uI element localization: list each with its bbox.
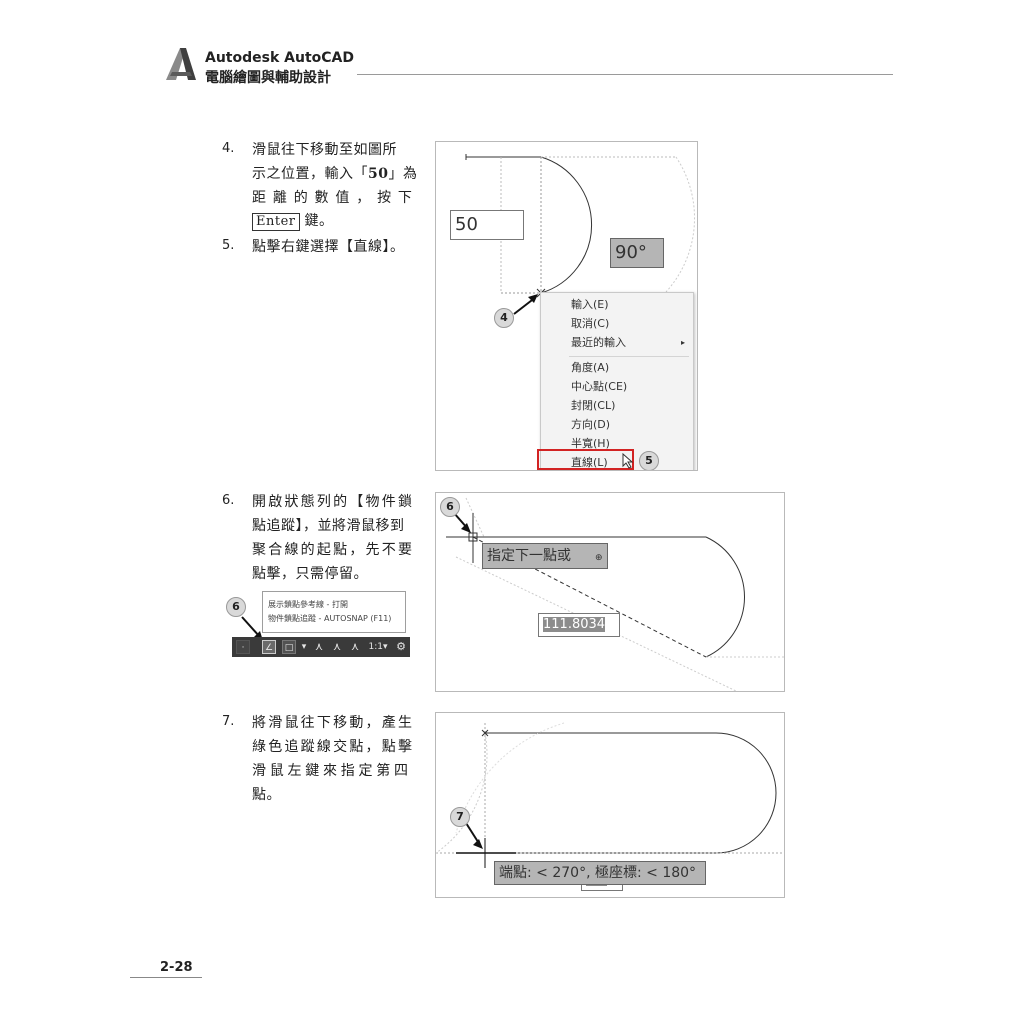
tooltip-line-2: 物件鎖點追蹤 - AUTOSNAP (F11)	[268, 614, 392, 623]
distance-readout[interactable]: 111.8034	[538, 613, 620, 637]
next-point-prompt: 指定下一點或	[482, 543, 608, 569]
step-7-line-4: 點。	[252, 787, 281, 803]
step-4-line-4: Enter 鍵。	[252, 210, 333, 231]
callout-badge-4: 4	[494, 308, 514, 328]
callout-badge-6-statusbar: 6	[226, 597, 246, 617]
menu-item-recent-input[interactable]: 最近的輸入	[571, 336, 626, 349]
context-menu: 輸入(E) 取消(C) 最近的輸入 ▸ 角度(A) 中心點(CE) 封閉(CL)…	[540, 292, 694, 470]
step-6-number: 6.	[222, 493, 235, 508]
menu-item-cancel[interactable]: 取消(C)	[571, 317, 610, 330]
osnap-tracking-tooltip: 展示鎖點參考線 - 打開 物件鎖點追蹤 - AUTOSNAP (F11)	[262, 591, 406, 633]
endpoint-polar-tooltip: 端點: < 270°, 極座標: < 180°	[494, 861, 706, 885]
step-6-line-4: 點擊，只需停留。	[252, 566, 368, 582]
footer-divider	[130, 977, 202, 978]
page-number: 2-28	[160, 960, 193, 975]
step-4-line-1: 滑鼠往下移動至如圖所	[252, 142, 397, 158]
object-snap-tracking-button[interactable]: ∠	[262, 640, 276, 654]
snap-mode-icon[interactable]: ·	[236, 640, 250, 654]
step-5-number: 5.	[222, 238, 235, 253]
menu-item-center[interactable]: 中心點(CE)	[571, 380, 628, 393]
menu-item-input[interactable]: 輸入(E)	[571, 298, 609, 311]
step-6-line-1: 開啟狀態列的【物件鎖	[252, 494, 412, 510]
menu-item-direction[interactable]: 方向(D)	[571, 418, 611, 431]
status-bar-snippet: 6 展示鎖點參考線 - 打開 物件鎖點追蹤 - AUTOSNAP (F11) ·…	[226, 591, 412, 659]
step-7-line-1: 將滑鼠往下移動，產生	[252, 715, 412, 731]
step-7-line-3: 滑鼠左鍵來指定第四	[252, 763, 408, 779]
step-4-line-2: 示之位置，輸入「50」為	[252, 166, 418, 182]
menu-item-line-highlight	[537, 449, 634, 470]
figure-2: 6 指定下一點或 ⊕ 111.8034	[435, 492, 785, 692]
step-5-text: 點擊右鍵選擇【直線】。	[252, 239, 405, 255]
step-4-line-3: 距離的數值，按下	[252, 190, 412, 206]
annotation-scale-icon[interactable]: ⋏	[314, 640, 324, 653]
submenu-arrow-icon: ▸	[680, 338, 685, 347]
figure-1: 50 90° 4 輸入(E) 取消(C) 最近的輸入 ▸ 角度(A) 中心點(C…	[435, 141, 698, 471]
menu-separator	[569, 356, 689, 357]
status-bar: · ∠ □ ▾ ⋏ ⋏ ⋏ 1:1▾ ⚙	[232, 637, 410, 657]
prompt-options-icon[interactable]: ⊕	[595, 553, 603, 563]
step-6-line-3: 聚合線的起點，先不要	[252, 542, 412, 558]
mouse-cursor-icon	[622, 453, 634, 469]
step-7-line-2: 綠色追蹤線交點，點擊	[252, 739, 412, 755]
auto-scale-icon[interactable]: ⋏	[350, 640, 360, 653]
object-snap-icon[interactable]: □	[282, 640, 296, 654]
step-6-line-2: 點追蹤】，並將滑鼠移到	[252, 518, 405, 534]
callout-badge-6: 6	[440, 497, 460, 517]
dropdown-caret-icon[interactable]: ▾	[301, 642, 307, 652]
annotation-visibility-icon[interactable]: ⋏	[332, 640, 342, 653]
autocad-logo-icon	[166, 48, 196, 80]
distance-input[interactable]: 50	[450, 210, 524, 240]
menu-item-line[interactable]: 直線(L)	[571, 456, 608, 469]
figure-2-drawing	[446, 497, 784, 691]
enter-key: Enter	[252, 213, 300, 231]
tooltip-line-1: 展示鎖點參考線 - 打開	[268, 600, 348, 609]
menu-item-angle[interactable]: 角度(A)	[571, 361, 610, 374]
step-4-number: 4.	[222, 141, 235, 156]
header-title-en: Autodesk AutoCAD	[205, 50, 354, 66]
scale-dropdown[interactable]: 1:1▾	[368, 642, 388, 652]
header-title-zh: 電腦繪圖與輔助設計	[205, 70, 331, 86]
header-divider	[357, 74, 893, 75]
angle-tooltip: 90°	[610, 238, 664, 268]
menu-item-halfwidth[interactable]: 半寬(H)	[571, 437, 610, 450]
gear-icon[interactable]: ⚙	[396, 640, 406, 653]
step-7-number: 7.	[222, 714, 235, 729]
callout-badge-5: 5	[639, 451, 659, 470]
figure-3: 7 100 端點: < 270°, 極座標: < 180°	[435, 712, 785, 898]
menu-item-close[interactable]: 封閉(CL)	[571, 399, 616, 412]
callout-badge-7: 7	[450, 807, 470, 827]
